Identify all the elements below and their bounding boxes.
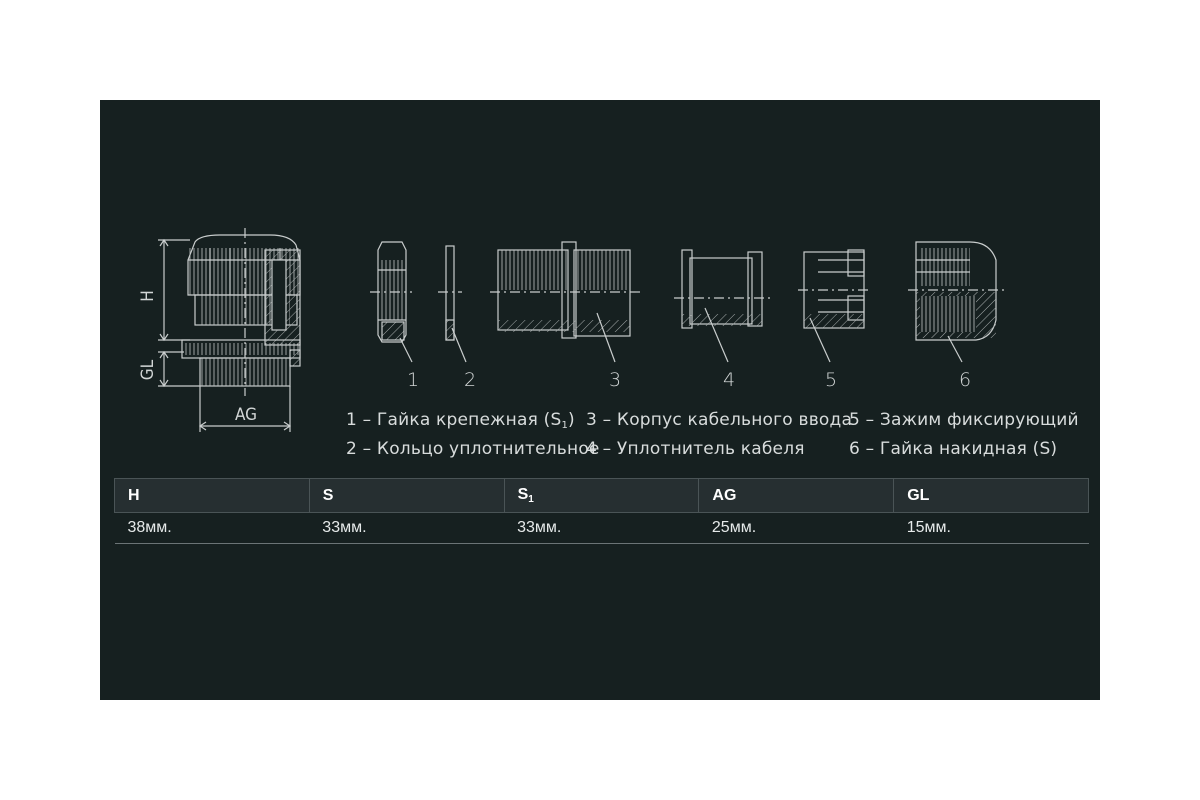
legend-item-6: 6 – Гайка накидная (S) — [849, 439, 1058, 459]
header-ag: AG — [698, 478, 895, 513]
value-gl: 15мм. — [893, 512, 1089, 544]
part-1-lock-nut — [370, 241, 413, 363]
legend-item-2: 2 – Кольцо уплотнительное — [346, 439, 600, 459]
part-4-cable-seal — [674, 249, 772, 363]
ag-label: AG — [235, 405, 257, 425]
specs-table: H S S1 AG GL 38мм. 33мм. 33мм. 25мм. 15м… — [114, 478, 1089, 544]
cable-gland-drawing: H GL AG 1 2 3 4 5 6 — [138, 228, 1004, 432]
gl-label: GL — [138, 359, 158, 380]
part-6-cap-nut — [908, 241, 1004, 363]
legend-column-1: 1 – Гайка крепежная (S1) 2 – Кольцо упло… — [346, 406, 600, 464]
part-number-4: 4 — [723, 369, 735, 391]
part-number-6: 6 — [959, 369, 971, 391]
h-label: H — [138, 290, 158, 302]
value-s: 33мм. — [309, 512, 505, 544]
header-gl: GL — [893, 478, 1089, 513]
legend-column-2: 3 – Корпус кабельного ввода 4 – Уплотнит… — [586, 406, 852, 464]
assembled-gland — [158, 228, 301, 432]
specs-header-row: H S S1 AG GL — [114, 478, 1089, 513]
legend-item-5: 5 – Зажим фиксирующий — [849, 410, 1079, 430]
value-h: 38мм. — [114, 512, 310, 544]
part-5-fixing-clamp — [798, 249, 872, 363]
value-s1: 33мм. — [504, 512, 699, 544]
header-h: H — [114, 478, 310, 513]
part-number-2: 2 — [464, 369, 476, 391]
legend-item-1: 1 – Гайка крепежная (S1) — [346, 410, 575, 431]
specs-value-row: 38мм. 33мм. 33мм. 25мм. 15мм. — [114, 512, 1089, 544]
header-s1: S1 — [504, 478, 700, 513]
value-ag: 25мм. — [698, 512, 894, 544]
part-2-sealing-ring — [438, 245, 467, 363]
part-number-3: 3 — [609, 369, 621, 391]
part-number-1: 1 — [407, 369, 419, 391]
diagram-panel: H GL AG 1 2 3 4 5 6 1 – Гайка крепежная … — [100, 100, 1100, 700]
part-3-body — [490, 241, 640, 363]
legend-item-3: 3 – Корпус кабельного ввода — [586, 410, 853, 430]
part-number-5: 5 — [825, 369, 837, 391]
header-s: S — [309, 478, 505, 513]
legend-column-3: 5 – Зажим фиксирующий 6 – Гайка накидная… — [849, 406, 1079, 464]
legend-item-4: 4 – Уплотнитель кабеля — [586, 439, 805, 459]
